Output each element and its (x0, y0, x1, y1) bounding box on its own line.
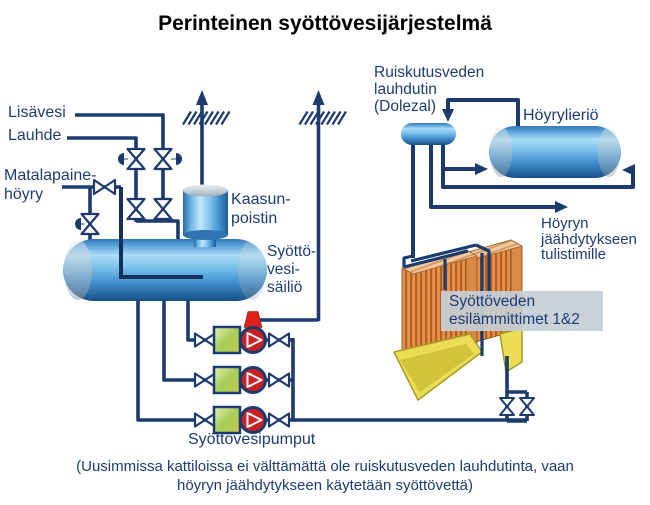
actuator-icon (75, 218, 81, 230)
pump3-suction-discharge-header (136, 296, 527, 422)
label-makeup-water: Lisävesi (8, 104, 66, 121)
arrow-into-drum-right (622, 164, 635, 176)
feedwater-pump-trains (193, 311, 291, 435)
valve-condensate-lower (126, 197, 146, 221)
steam-side-pipes (411, 98, 635, 258)
arrow-into-drum-left (475, 163, 488, 175)
internal-distribution-pipe (119, 187, 203, 279)
label-lp-steam: Matalapaine- höyry (4, 167, 97, 203)
footnote: (Uusimmissa kattiloissa ei välttämättä o… (76, 458, 574, 494)
deaerator-vessel (183, 184, 228, 247)
to-drum-wrap-pipe (441, 144, 635, 189)
label-preheaters: Syöttöveden esilämmittimet 1&2 (441, 291, 603, 331)
atmosphere-hatch-right (298, 110, 347, 126)
page-title: Perinteinen syöttövesijärjestelmä (158, 12, 492, 35)
vent-outlets (182, 90, 347, 126)
arrow-to-superheaters (555, 201, 568, 213)
flow-arrows (442, 109, 635, 213)
steam-drum-vessel (489, 126, 621, 178)
joined-inlet-pipe (136, 219, 180, 245)
vent-arrow-left (196, 90, 208, 105)
makeup-water-pipe (75, 113, 165, 222)
hopper-left (393, 333, 483, 401)
valve-outlet-1 (499, 397, 515, 416)
feedwater-tank (63, 239, 267, 301)
valve-makeup-lower (153, 197, 173, 221)
supply-pipes (62, 95, 527, 422)
safety-valve-icon (243, 311, 263, 328)
valve-outlet-2 (519, 397, 535, 416)
label-steam-cooling: Höyryn jäähdytykseen tulistimille (541, 215, 637, 263)
to-superheaters-pipe (429, 144, 557, 209)
label-feedwater-pumps: Syöttövesipumput (188, 431, 316, 448)
label-feedwater-tank: Syöttö- vesi- säiliö (267, 243, 317, 296)
actuator-icon (176, 153, 182, 165)
condensate-pipe (67, 136, 138, 222)
hopper-right (499, 327, 523, 373)
valve-condensate-upper (126, 147, 146, 171)
valve-lp-steam-main (92, 178, 117, 196)
label-spray-condenser: Ruiskutusveden lauhdutin (Dolezal) (374, 64, 485, 115)
valve-lp-steam-branch (80, 212, 100, 236)
vent-arrow-right (312, 90, 325, 105)
label-deaerator: Kaasun- poistin (231, 191, 291, 227)
atmosphere-hatch-left (182, 110, 231, 126)
dolezal-condenser-vessel (401, 123, 456, 145)
pump-row-valves (193, 332, 291, 428)
drum-to-condenser-pipe (446, 98, 520, 128)
label-steam-drum: Höyrylieriö (523, 107, 599, 124)
label-condensate: Lauhde (8, 127, 62, 144)
valve-makeup-upper (153, 147, 173, 171)
strainer-boxes (212, 325, 242, 435)
actuator-icon (118, 153, 124, 165)
economizer-outlet-manifold (499, 356, 535, 423)
arrow-into-condenser (442, 109, 454, 122)
pump-impeller-arrows (246, 332, 263, 428)
inlet-valves (75, 147, 182, 236)
